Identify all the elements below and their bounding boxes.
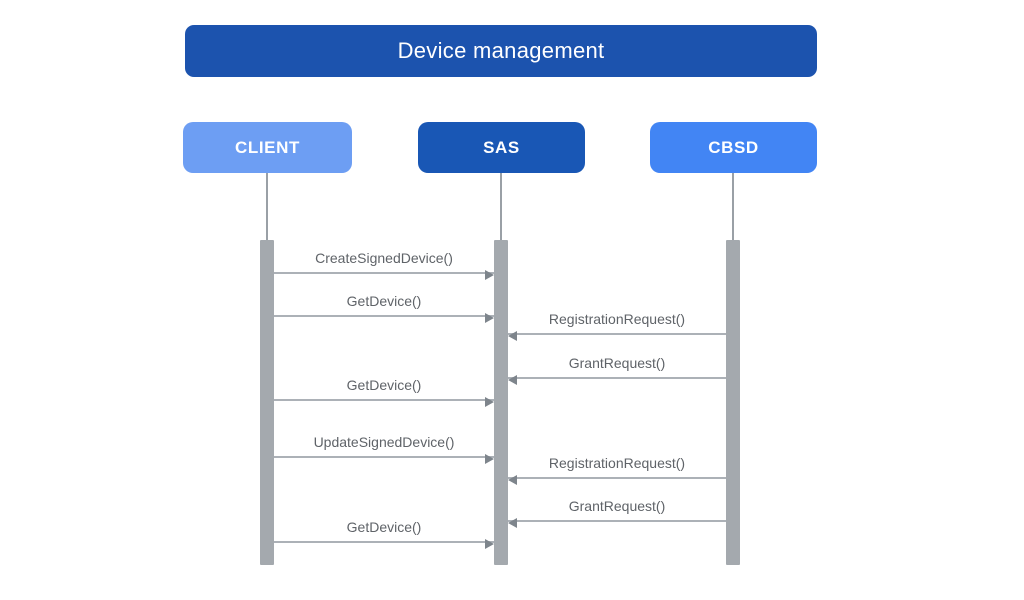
message-label: UpdateSignedDevice() (313, 434, 455, 450)
arrow-right-icon (274, 454, 494, 464)
message-get-device-2: GetDevice() (274, 376, 494, 407)
message-create-signed-device: CreateSignedDevice() (274, 249, 494, 280)
arrow-right-icon (274, 397, 494, 407)
message-label: GetDevice() (346, 293, 422, 309)
message-registration-request-2: RegistrationRequest() (508, 454, 726, 485)
activation-bar-sas (494, 240, 508, 565)
diagram-title: Device management (185, 25, 817, 77)
message-label: GrantRequest() (568, 498, 666, 514)
actor-box-sas: SAS (418, 122, 585, 173)
actor-label-cbsd: CBSD (708, 137, 759, 157)
message-label: GetDevice() (346, 519, 422, 535)
diagram-title-label: Device management (397, 38, 605, 63)
arrow-right-icon (274, 539, 494, 549)
message-update-signed-device: UpdateSignedDevice() (274, 433, 494, 464)
message-get-device-1: GetDevice() (274, 292, 494, 323)
message-label: RegistrationRequest() (548, 455, 686, 471)
message-grant-request-2: GrantRequest() (508, 497, 726, 528)
message-registration-request-1: RegistrationRequest() (508, 310, 726, 341)
message-label: GrantRequest() (568, 355, 666, 371)
lifeline-client (266, 173, 268, 240)
actor-box-cbsd: CBSD (650, 122, 817, 173)
arrow-left-icon (508, 331, 726, 341)
message-label: GetDevice() (346, 377, 422, 393)
message-grant-request-1: GrantRequest() (508, 354, 726, 385)
arrow-left-icon (508, 475, 726, 485)
arrow-left-icon (508, 518, 726, 528)
lifeline-cbsd (732, 173, 734, 240)
actor-box-client: CLIENT (183, 122, 352, 173)
message-label: CreateSignedDevice() (315, 250, 453, 266)
arrow-right-icon (274, 313, 494, 323)
lifeline-sas (500, 173, 502, 240)
activation-bar-client (260, 240, 274, 565)
message-label: RegistrationRequest() (548, 311, 686, 327)
actor-label-sas: SAS (483, 137, 520, 157)
arrow-right-icon (274, 270, 494, 280)
arrow-left-icon (508, 375, 726, 385)
activation-bar-cbsd (726, 240, 740, 565)
message-get-device-3: GetDevice() (274, 518, 494, 549)
actor-label-client: CLIENT (235, 137, 300, 157)
